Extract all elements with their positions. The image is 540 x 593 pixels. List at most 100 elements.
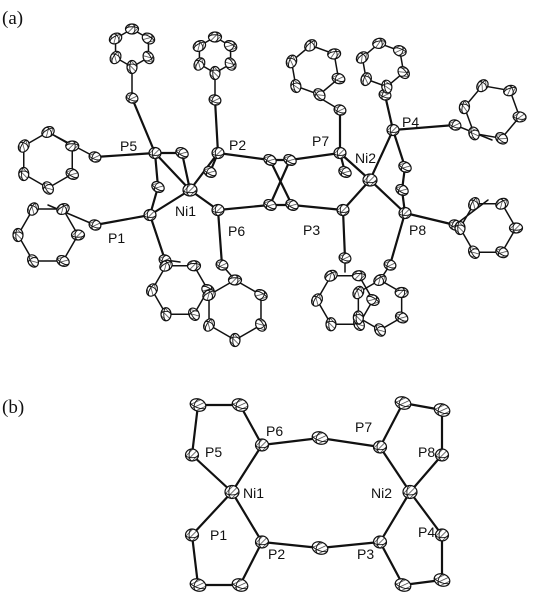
phenyl-ring-6-carbon [508, 222, 524, 234]
bond-P3-C3a [378, 540, 405, 587]
phenyl-ring-1-carbon [142, 50, 155, 65]
bond-phenyl-link [403, 211, 457, 227]
phenyl-ring-4-carbon [392, 45, 407, 57]
bond-P2-Cb [260, 540, 322, 550]
phenyl-ring-11-carbon [325, 317, 337, 332]
bond-Ca-P7 [318, 436, 382, 449]
phenyl-ring-5-carbon [468, 126, 480, 141]
carbon-ellipsoid [231, 578, 249, 592]
phenyl-ring-11-carbon [351, 270, 367, 282]
phenyl-ring-9-carbon [186, 260, 202, 272]
bond-C2-P7 [288, 151, 342, 162]
carbon-ellipsoid [395, 183, 409, 197]
phosphorus-ellipsoid [434, 528, 450, 542]
bond-P2-C1 [216, 151, 272, 162]
panel-a-atoms [12, 23, 527, 348]
bond-Ni2-P4 [368, 128, 395, 182]
phosphorus-ellipsoid [184, 528, 200, 542]
phenyl-ring-7-carbon [17, 139, 30, 153]
phenyl-ring-2-carbon [192, 39, 207, 53]
phenyl-ring-4-carbon [355, 51, 369, 64]
atom-label-p3-a: P3 [303, 222, 320, 238]
phosphorus-ellipsoid [211, 146, 225, 160]
phenyl-ring-3-carbon [331, 72, 346, 85]
atom-label-p7-a: P7 [312, 133, 329, 149]
bond-C1b-P2 [238, 540, 264, 587]
phenyl-ring-7-carbon [18, 166, 30, 182]
phenyl-ring-11-carbon [310, 293, 324, 307]
phenyl-ring-12-carbon [373, 323, 387, 337]
phenyl-ring-5-carbon [503, 84, 517, 97]
bond-Ni2-P8 [408, 453, 444, 494]
phenyl-ring-4-carbon [372, 37, 387, 49]
bond-phenyl-link [130, 96, 157, 155]
phenyl-ring-12-carbon [373, 273, 387, 287]
bond-ring-link [47, 204, 96, 226]
bond-P6-C3 [216, 203, 272, 212]
phenyl-ring-12-carbon [352, 310, 364, 325]
phenyl-ring-8-carbon [12, 227, 24, 243]
atom-label-p5-a: P5 [120, 138, 137, 154]
ipso-carbon [448, 119, 462, 131]
carbon-ellipsoid [285, 198, 299, 212]
phenyl-ring-5-carbon [458, 100, 471, 115]
bond-ring-link [454, 199, 489, 226]
carbon-ellipsoid [311, 541, 329, 555]
phenyl-ring-9-carbon [160, 307, 172, 322]
ipso-carbon [338, 252, 352, 264]
phenyl-ring-8-carbon [56, 203, 70, 216]
carbon-ellipsoid [151, 180, 165, 194]
ipso-carbon [383, 259, 397, 271]
phenyl-ring-8-carbon [26, 254, 40, 268]
bond-Ni1-P5 [190, 453, 234, 494]
phenyl-ring-1-carbon [108, 32, 123, 45]
phenyl-ring-12-carbon [352, 285, 365, 300]
phenyl-ring-10-carbon [227, 274, 243, 286]
bond-Ni1-P5 [153, 151, 192, 192]
atom-label-ni1-b: Ni1 [243, 485, 264, 501]
phenyl-ring-10-carbon [254, 288, 268, 302]
phenyl-ring-11-carbon [366, 293, 380, 307]
bond-Ni1-P2 [230, 490, 264, 544]
phenyl-ring-1-carbon [124, 23, 140, 35]
bond-phenyl-link [216, 208, 224, 267]
bond-phenyl-link [341, 208, 347, 260]
carbon-ellipsoid [189, 398, 207, 412]
panel-b-atoms [184, 396, 451, 592]
phenyl-ring-3-carbon [285, 54, 298, 69]
bond-P6-Ca [260, 436, 322, 447]
phosphorus-ellipsoid [398, 206, 412, 220]
phenyl-ring-1-carbon [126, 59, 138, 75]
phenyl-ring-8-carbon [56, 254, 70, 267]
bond-Ni1-P6 [230, 443, 264, 494]
phenyl-ring-10-carbon [202, 288, 216, 302]
bond-Ni2-P8 [368, 178, 407, 215]
bond-phenyl-link [148, 213, 167, 262]
bond-C5b-P6 [238, 403, 264, 447]
phenyl-ring-6-carbon [467, 196, 481, 211]
phenyl-ring-10-carbon [203, 318, 216, 332]
ipso-carbon [208, 94, 222, 106]
carbon-ellipsoid [283, 153, 297, 167]
phenyl-ring-9-carbon [187, 307, 201, 322]
panel-a-label: (a) [2, 8, 23, 29]
atom-label-p5-b: P5 [205, 444, 222, 460]
bond-P1-C1a [190, 533, 200, 587]
atom-label-p3-b: P3 [357, 546, 374, 562]
nickel-ellipsoid [402, 484, 418, 500]
bond-Ni2-P3 [378, 490, 412, 544]
phosphorus-ellipsoid [184, 448, 200, 462]
bond-phenyl-link [93, 213, 152, 227]
phenyl-ring-7-carbon [65, 140, 80, 152]
bond-phenyl-link [391, 123, 457, 132]
phenyl-ring-2-carbon [224, 57, 237, 71]
phosphorus-ellipsoid [386, 123, 400, 137]
phenyl-ring-12-carbon [394, 286, 409, 299]
ipso-carbon [125, 92, 139, 104]
atom-label-p4-a: P4 [402, 114, 419, 130]
phosphorus-ellipsoid [372, 440, 388, 454]
phenyl-ring-12-carbon [394, 311, 409, 324]
ipso-carbon [88, 151, 102, 163]
bond-Cb-P3 [318, 540, 382, 550]
